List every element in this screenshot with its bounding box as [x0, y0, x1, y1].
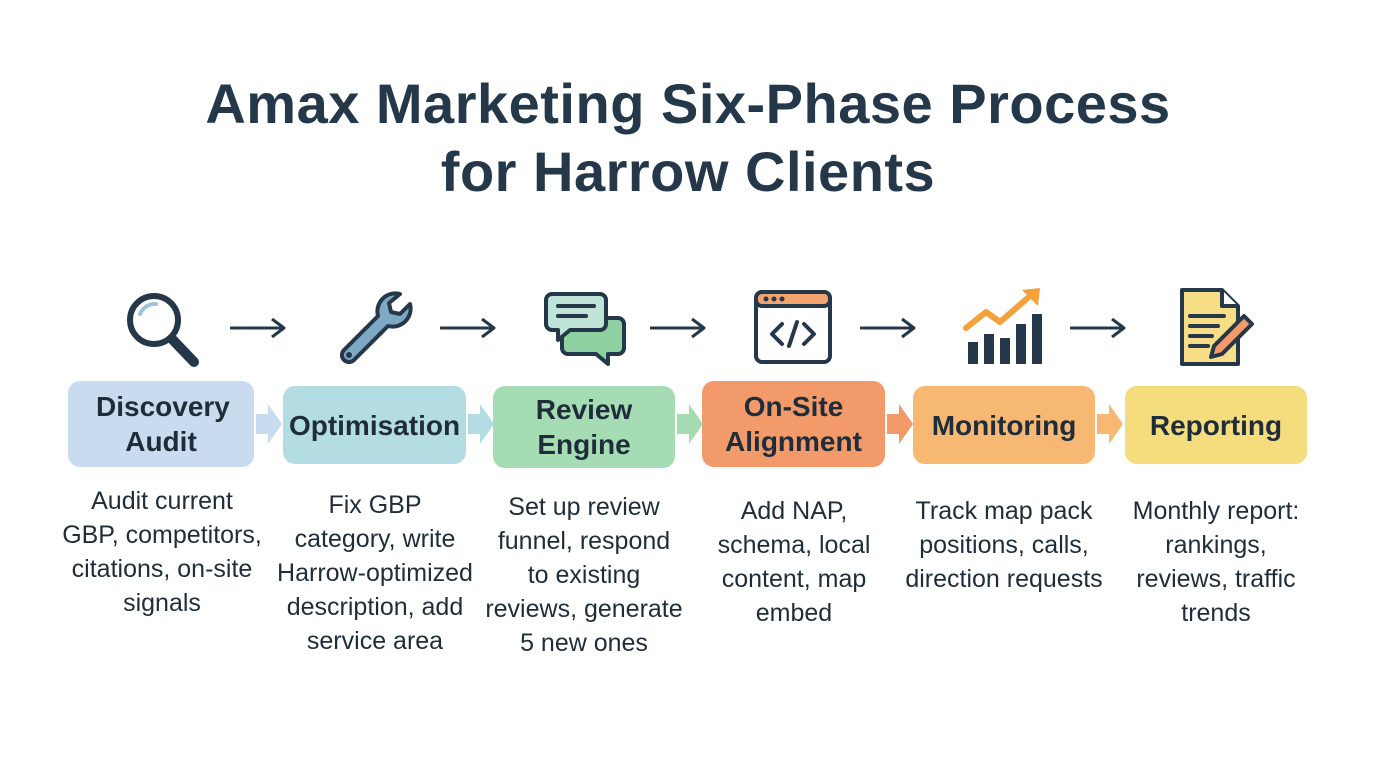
phase-box-optimisation: Optimisation	[283, 386, 466, 464]
phase-description-discovery-audit: Audit current GBP, competitors, citation…	[62, 487, 262, 617]
phase-description-reporting: Monthly report: rankings, reviews, traff…	[1132, 497, 1300, 627]
phase-box-reporting: Reporting	[1125, 386, 1307, 464]
magnifier-icon	[116, 284, 206, 374]
phase-box-on-site-alignment: On-Site Alignment	[702, 381, 885, 467]
growth-chart-icon	[960, 284, 1050, 374]
arrow-right-icon	[1068, 316, 1128, 340]
phase-box-discovery-audit: Discovery Audit	[68, 381, 254, 467]
phase-description-monitoring: Track map pack positions, calls, directi…	[905, 497, 1103, 593]
title-line-2: for Harrow Clients	[440, 140, 936, 203]
phase-label: Discovery Audit	[96, 391, 230, 457]
phase-box-monitoring: Monitoring	[913, 386, 1095, 464]
phase-label: Review Engine	[535, 394, 633, 460]
chevron-right-icon	[887, 404, 913, 444]
phase-label: Optimisation	[288, 409, 461, 441]
phase-description-review-engine: Set up review funnel, respond to existin…	[485, 493, 683, 657]
phase-label: Monitoring	[931, 409, 1077, 441]
code-window-icon	[748, 284, 838, 374]
arrow-right-icon	[858, 316, 918, 340]
title-line-1: Amax Marketing Six-Phase Process	[205, 72, 1171, 135]
chevron-right-icon	[1097, 404, 1123, 444]
phase-description-on-site-alignment: Add NAP, schema, local content, map embe…	[717, 497, 871, 627]
arrow-right-icon	[228, 316, 288, 340]
page-title: Amax Marketing Six-Phase Process for Har…	[0, 70, 1376, 206]
chat-bubbles-icon	[540, 284, 630, 374]
chevron-right-icon	[677, 404, 703, 444]
arrow-right-icon	[648, 316, 708, 340]
chevron-right-icon	[468, 404, 494, 444]
phase-label: Reporting	[1149, 409, 1283, 441]
phase-box-review-engine: Review Engine	[493, 386, 675, 468]
arrow-right-icon	[438, 316, 498, 340]
document-pen-icon	[1168, 284, 1258, 374]
phase-label: On-Site Alignment	[725, 391, 862, 457]
chevron-right-icon	[256, 404, 282, 444]
phase-description-optimisation: Fix GBP category, write Harrow-optimized…	[277, 491, 473, 655]
wrench-icon	[330, 284, 420, 374]
